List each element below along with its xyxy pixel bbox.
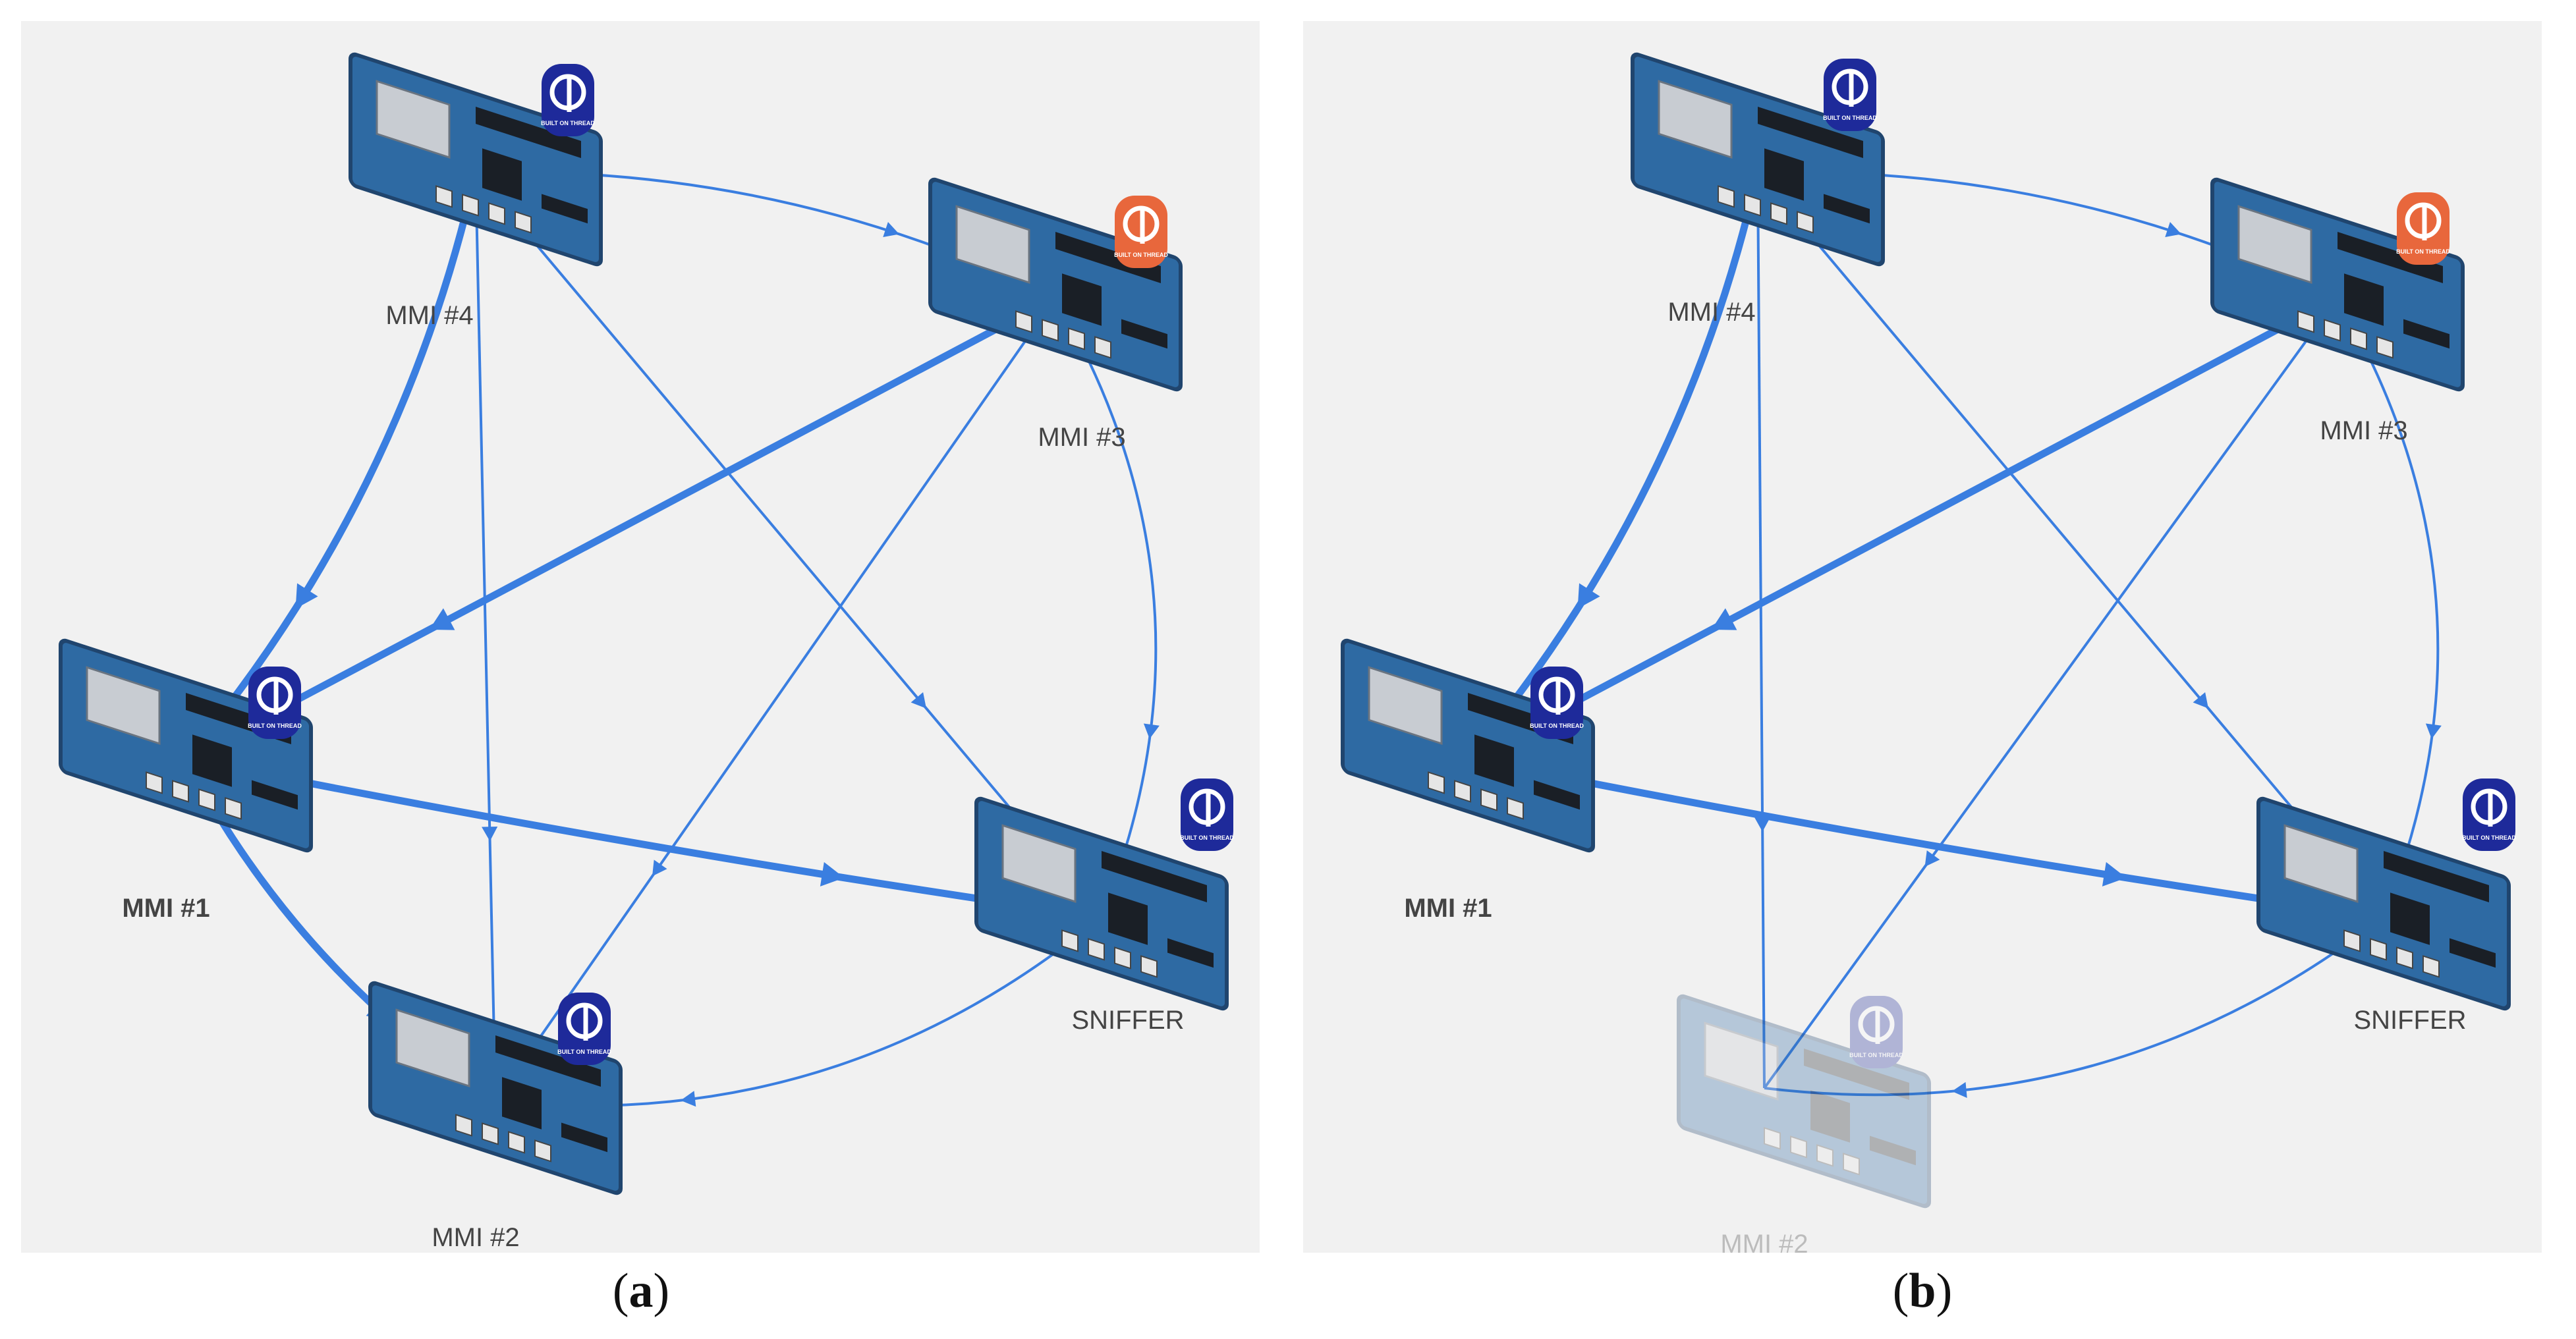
arrowhead <box>1711 608 1737 630</box>
thread-badge-icon: BUILT ON THREAD <box>1530 667 1584 739</box>
thread-badge-icon: BUILT ON THREAD <box>2396 192 2450 265</box>
link-mmi1-sniffer <box>184 755 1102 921</box>
link-sniffer-mmi2 <box>1764 915 2385 1097</box>
dev-board-icon <box>1631 52 1885 267</box>
node-label: MMI #4 <box>1667 298 1755 327</box>
node-label: SNIFFER <box>1071 1006 1184 1035</box>
link-mmi3-mmi2 <box>494 296 1057 1103</box>
badge-text: BUILT ON THREAD <box>1114 252 1168 258</box>
node-mmi1: BUILT ON THREAD MMI #1 <box>1341 638 1595 923</box>
arrowhead <box>295 583 318 609</box>
link-mmi3-sniffer <box>2336 296 2440 917</box>
thread-badge-icon: BUILT ON THREAD <box>1823 59 1877 131</box>
node-sniffer: BUILT ON THREAD SNIFFER <box>2256 779 2516 1035</box>
node-mmi2: BUILT ON THREAD MMI #2 <box>1677 994 1931 1253</box>
thread-badge-icon: BUILT ON THREAD <box>1180 779 1234 851</box>
badge-text: BUILT ON THREAD <box>541 120 595 126</box>
badge-text: BUILT ON THREAD <box>1530 723 1584 729</box>
thread-badge-icon: BUILT ON THREAD <box>557 993 611 1065</box>
link-mmi3-mmi1 <box>1466 294 2339 762</box>
node-mmi1: BUILT ON THREAD MMI #1 <box>59 638 313 923</box>
network-diagram-a: BUILT ON THREAD MMI #4 BUILT ON THREAD MMI … <box>59 52 1234 1252</box>
dev-board-icon <box>1341 638 1595 853</box>
thread-badge-icon: BUILT ON THREAD <box>541 64 595 136</box>
link-mmi4-mmi1 <box>1465 171 1762 761</box>
node-mmi3: BUILT ON THREAD MMI #3 <box>2210 177 2465 445</box>
link-mmi3-sniffer <box>1054 296 1158 917</box>
links <box>182 171 1160 1107</box>
thread-badge-icon: BUILT ON THREAD <box>248 667 302 739</box>
arrowhead <box>2102 861 2127 887</box>
arrowhead <box>2193 692 2208 709</box>
badge-text: BUILT ON THREAD <box>1180 834 1234 841</box>
arrowhead <box>1951 1081 1967 1098</box>
arrowhead <box>1754 817 1771 832</box>
network-diagram-b: BUILT ON THREAD MMI #4 BUILT ON THREAD MMI … <box>1341 52 2516 1253</box>
node-sniffer: BUILT ON THREAD SNIFFER <box>974 779 1234 1035</box>
nodes: BUILT ON THREAD MMI #4 BUILT ON THREAD MMI … <box>59 52 1234 1252</box>
nodes: BUILT ON THREAD MMI #4 BUILT ON THREAD MMI … <box>1341 52 2516 1253</box>
node-mmi2: BUILT ON THREAD MMI #2 <box>368 981 623 1252</box>
dev-board-icon <box>974 796 1229 1011</box>
node-mmi4: BUILT ON THREAD MMI #4 <box>1631 52 1885 327</box>
node-label: MMI #1 <box>122 894 210 923</box>
arrowhead <box>2425 723 2442 739</box>
badge-text: BUILT ON THREAD <box>557 1049 611 1055</box>
thread-badge-icon: BUILT ON THREAD <box>2462 779 2516 851</box>
caption-a: (a) <box>612 1264 670 1318</box>
node-label: MMI #2 <box>432 1223 519 1252</box>
link-mmi3-mmi2 <box>1763 296 2339 1089</box>
arrowhead <box>1577 583 1600 609</box>
arrowhead <box>820 861 845 887</box>
node-label: SNIFFER <box>2353 1006 2466 1035</box>
dev-board-icon <box>2256 796 2511 1011</box>
dev-board-icon <box>928 177 1183 392</box>
caption-letter-b: b <box>1909 1264 1936 1318</box>
arrowhead <box>910 692 926 709</box>
node-label: MMI #3 <box>2320 416 2407 445</box>
arrowhead <box>2165 222 2181 238</box>
badge-text: BUILT ON THREAD <box>2462 834 2516 841</box>
panel-a: BUILT ON THREAD MMI #4 BUILT ON THREAD MMI … <box>21 21 1260 1253</box>
badge-text: BUILT ON THREAD <box>1823 115 1877 121</box>
link-mmi4-mmi2 <box>474 172 497 1102</box>
thread-badge-icon: BUILT ON THREAD <box>1114 196 1168 268</box>
arrowhead <box>652 860 667 877</box>
badge-text: BUILT ON THREAD <box>248 723 302 729</box>
dev-board-icon <box>1677 994 1931 1209</box>
panel-b: BUILT ON THREAD MMI #4 BUILT ON THREAD MMI … <box>1303 21 2542 1253</box>
arrowhead <box>482 826 498 842</box>
arrowhead <box>883 222 899 238</box>
arrowhead <box>1143 723 1160 739</box>
caption-letter-a: a <box>629 1264 654 1318</box>
caption-b: (b) <box>1892 1264 1953 1318</box>
node-mmi4: BUILT ON THREAD MMI #4 <box>349 52 603 330</box>
node-label: MMI #1 <box>1404 894 1492 923</box>
node-label: MMI #3 <box>1038 423 1125 452</box>
node-mmi3: BUILT ON THREAD MMI #3 <box>928 177 1183 452</box>
badge-text: BUILT ON THREAD <box>1849 1052 1903 1058</box>
link-mmi4-mmi2 <box>1756 172 1766 1089</box>
node-label: MMI #4 <box>385 301 473 330</box>
node-label: MMI #2 <box>1720 1230 1808 1253</box>
dev-board-icon <box>368 981 623 1195</box>
dev-board-icon <box>349 52 603 267</box>
link-mmi3-mmi1 <box>184 294 1057 762</box>
dev-board-icon <box>2210 177 2465 392</box>
link-mmi1-sniffer <box>1467 755 2384 921</box>
arrowhead <box>1924 850 1940 867</box>
thread-badge-icon: BUILT ON THREAD <box>1849 996 1903 1068</box>
arrowhead <box>681 1091 696 1107</box>
link-mmi4-mmi1 <box>182 171 480 761</box>
badge-text: BUILT ON THREAD <box>2396 248 2450 255</box>
arrowhead <box>429 608 455 630</box>
